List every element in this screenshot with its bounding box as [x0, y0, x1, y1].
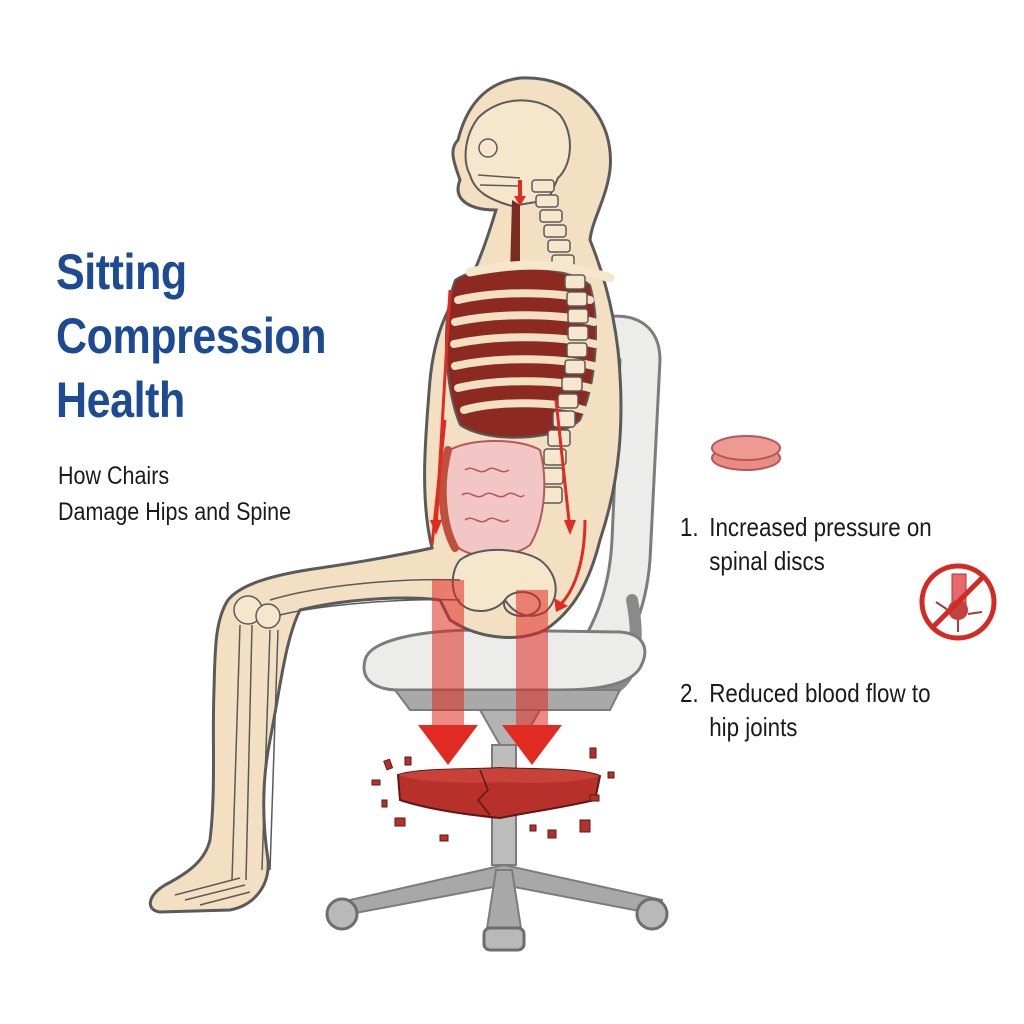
compression-arrows — [418, 180, 587, 765]
point-1: 1. Increased pressure on spinal discs — [680, 510, 932, 578]
cervical-spine-icon — [531, 179, 575, 268]
subtitle-line-1: How Chairs — [58, 462, 170, 490]
point-2-number: 2. — [680, 678, 699, 708]
spinal-disc-icon — [711, 435, 781, 471]
page-title: Sitting Compression Health — [56, 240, 326, 432]
title-line-2: Compression — [56, 308, 327, 364]
point-1-line-2: spinal discs — [709, 546, 825, 576]
point-2: 2. Reduced blood flow to hip joints — [680, 676, 931, 744]
subtitle: How Chairs Damage Hips and Spine — [58, 458, 291, 530]
trachea-icon — [510, 200, 520, 275]
point-1-line-1: Increased pressure on — [709, 512, 932, 542]
blocked-blood-vessel-icon — [919, 563, 997, 641]
title-line-3: Health — [56, 372, 185, 428]
point-2-line-1: Reduced blood flow to — [709, 678, 931, 708]
intestines-icon — [438, 440, 546, 558]
title-line-1: Sitting — [56, 244, 187, 300]
point-2-line-2: hip joints — [709, 712, 798, 742]
crushed-cushion-icon — [371, 747, 615, 842]
point-1-number: 1. — [680, 512, 699, 542]
leg-bones-icon — [174, 578, 461, 906]
subtitle-line-2: Damage Hips and Spine — [58, 498, 292, 526]
